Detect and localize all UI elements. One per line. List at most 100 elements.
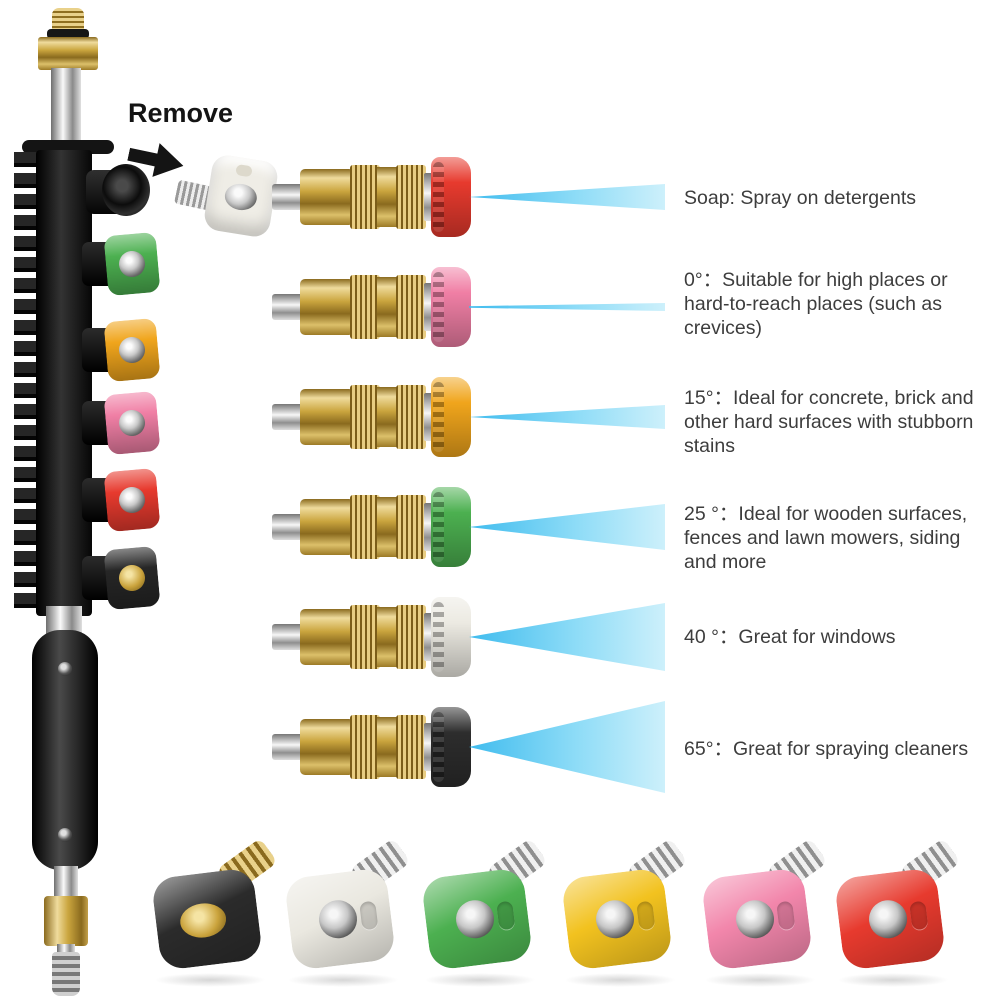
- nozzle-tip-red: [431, 157, 471, 237]
- remove-label: Remove: [128, 98, 234, 128]
- nozzle-row-15deg: 15°：Ideal for concrete, brick and other …: [272, 367, 1000, 467]
- nozzle-orifice-icon: [593, 898, 637, 941]
- nozzle-orifice-icon: [117, 249, 147, 279]
- chrome-ring: [424, 503, 433, 551]
- tip-slot-icon: [636, 900, 656, 931]
- spray-fan-15deg: [469, 405, 665, 429]
- knurled-ring: [350, 385, 380, 449]
- brass-band: [377, 607, 399, 667]
- brass-band: [377, 717, 399, 777]
- tip-shadow: [704, 973, 816, 987]
- knurled-ring: [396, 275, 426, 339]
- wand-tip-yellow: [103, 317, 161, 383]
- tip-shadow: [154, 973, 266, 987]
- brass-hex-collar: [300, 609, 354, 665]
- wand-cooling-fins: [14, 152, 40, 614]
- knurled-ring: [396, 165, 426, 229]
- tip-slot-icon: [496, 900, 516, 931]
- tip-face: [833, 867, 947, 971]
- knurled-ring: [350, 495, 380, 559]
- nozzle-description: 65°：Great for spraying cleaners: [684, 738, 969, 760]
- bottom-tip-black: [150, 837, 280, 995]
- wand-empty-socket-opening: [102, 164, 150, 216]
- tip-slot-icon: [359, 900, 379, 931]
- knurled-ring: [396, 605, 426, 669]
- wand-body: [36, 150, 92, 616]
- nozzle-orifice-icon: [178, 900, 229, 941]
- bottom-tip-green: [420, 837, 550, 995]
- bottom-tip-yellow: [560, 837, 690, 995]
- brass-band: [377, 497, 399, 557]
- nozzle-description: 25 °：Ideal for wooden surfaces, fences a…: [684, 503, 968, 573]
- nozzle-orifice-icon: [223, 181, 259, 213]
- brass-band: [377, 277, 399, 337]
- tip-slot-icon: [776, 900, 796, 931]
- quick-connect-neck: [57, 944, 75, 954]
- nozzle-tip-black: [431, 707, 471, 787]
- knurled-ring: [350, 275, 380, 339]
- tip-shadow: [424, 973, 536, 987]
- nozzle-orifice-icon: [453, 898, 497, 941]
- nozzle-row-25deg: 25 °：Ideal for wooden surfaces, fences a…: [272, 477, 1000, 577]
- tip-shadow: [564, 973, 676, 987]
- knurled-ring: [350, 715, 380, 779]
- spray-jet-0deg: [469, 303, 665, 311]
- spray-fan-65deg: [469, 701, 665, 793]
- brass-hex-collar: [300, 169, 354, 225]
- brass-band: [377, 167, 399, 227]
- tip-ridges-icon: [433, 162, 444, 232]
- spray-fan-25deg: [469, 504, 665, 550]
- wand-threaded-tip: [52, 8, 84, 32]
- brass-hex-collar: [300, 719, 354, 775]
- brass-band: [377, 387, 399, 447]
- bottom-tip-white: [283, 837, 413, 995]
- nozzle-row-soap: Soap: Spray on detergents: [272, 147, 1000, 247]
- spray-fan-40deg: [469, 603, 665, 671]
- nozzle-orifice-icon: [316, 898, 360, 941]
- tip-ridges-icon: [433, 712, 444, 782]
- nozzle-orifice-icon: [117, 485, 147, 515]
- wand-tip-pink: [103, 390, 161, 456]
- wand-o-ring: [47, 29, 89, 39]
- tip-face: [150, 867, 264, 971]
- wand-brass-nut-bottom: [44, 896, 88, 946]
- bottom-tip-red: [833, 837, 963, 995]
- nozzle-orifice-icon: [117, 563, 147, 593]
- chrome-ring: [424, 723, 433, 771]
- grip-screw-icon: [58, 662, 72, 676]
- removed-tip-white: [202, 153, 280, 239]
- pressure-washer-wand: [0, 0, 180, 1000]
- nozzle-description: 15°：Ideal for concrete, brick and other …: [684, 387, 974, 457]
- nozzle-orifice-icon: [866, 898, 910, 941]
- nozzle-row-65deg: 65°：Great for spraying cleaners: [272, 697, 1000, 797]
- nozzle-row-0deg: 0°：Suitable for high places or hard-to-r…: [272, 257, 1000, 357]
- knurled-ring: [350, 165, 380, 229]
- wand-chrome-rod-bottom: [54, 866, 78, 900]
- wand-tip-black: [103, 545, 161, 611]
- knurled-ring: [396, 715, 426, 779]
- nozzle-orifice-icon: [117, 408, 147, 438]
- tip-face: [420, 867, 534, 971]
- wand-tip-red: [103, 467, 161, 533]
- tip-shadow: [837, 973, 949, 987]
- tip-ridges-icon: [433, 492, 444, 562]
- bottom-tip-pink: [700, 837, 830, 995]
- nozzle-tip-pink: [431, 267, 471, 347]
- nozzle-tip-white: [431, 597, 471, 677]
- chrome-ring: [424, 173, 433, 221]
- tip-slot-icon: [909, 900, 929, 931]
- tip-slot-icon: [235, 163, 253, 178]
- tip-shadow: [287, 973, 399, 987]
- wand-tip-green: [103, 231, 161, 297]
- tip-ridges-icon: [433, 272, 444, 342]
- knurled-ring: [350, 605, 380, 669]
- nozzle-description: 40 °：Great for windows: [684, 626, 896, 648]
- nozzle-description: 0°：Suitable for high places or hard-to-r…: [684, 269, 948, 339]
- chrome-ring: [424, 283, 433, 331]
- brass-hex-collar: [300, 279, 354, 335]
- knurled-ring: [396, 385, 426, 449]
- quick-connect-plug: [52, 952, 80, 996]
- tip-face: [283, 867, 397, 971]
- tip-face: [560, 867, 674, 971]
- brass-hex-collar: [300, 389, 354, 445]
